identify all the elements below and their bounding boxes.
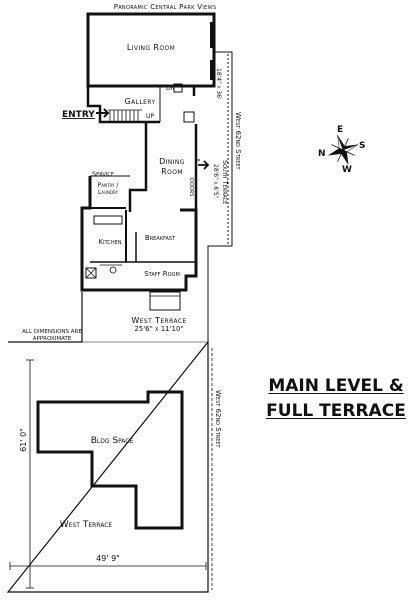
south-terrace-dim: 28'6" x 6'5"	[212, 164, 219, 199]
breakfast-label: Breakfast	[145, 234, 176, 242]
gallery-label: Gallery	[124, 97, 155, 106]
entry-arrow	[96, 108, 110, 118]
compass-n: N	[318, 149, 326, 159]
plan-title-line-2: FULL TERRACE	[266, 401, 406, 421]
full-terrace-outline	[6, 292, 213, 593]
up-label: UP	[146, 113, 154, 120]
doors-label: DOORS	[188, 178, 194, 196]
pantry-label-1: Pantry /	[98, 182, 120, 189]
width-dim-label: 49' 9"	[96, 554, 120, 563]
dn-label: DN	[166, 85, 175, 92]
west-terrace-dim: 25'6" x 11'10"	[134, 325, 183, 333]
height-dim-label: 61' 0"	[19, 428, 28, 452]
kitchen-label: Kitchen	[99, 238, 122, 246]
staff-room-label: Staff Room	[144, 270, 180, 278]
dimensions-note-1: ALL DIMENSIONS ARE	[22, 329, 82, 335]
compass-e: E	[337, 125, 343, 135]
bldg-space-outline	[36, 390, 184, 530]
compass-s: S	[359, 141, 365, 151]
service-wing	[80, 175, 198, 311]
south-terrace-label: South Terrace	[221, 160, 229, 204]
pantry-label-2: Laundry	[98, 189, 119, 196]
plan-title-line-1: MAIN LEVEL &	[268, 376, 404, 396]
width-dimension-line	[9, 562, 207, 570]
street-lower: West 62nd Street	[214, 390, 222, 449]
dining-room-label-2: Room	[161, 167, 183, 176]
east-terrace-outline	[207, 51, 233, 342]
header-text: Panoramic Central Park Views	[114, 3, 217, 11]
dining-room	[128, 84, 200, 212]
height-dimension-line	[26, 359, 34, 589]
bldg-space-label: Bldg Space	[91, 436, 134, 446]
east-terrace-dim: 18'4" x 36'	[215, 68, 222, 100]
compass-w: W	[342, 165, 352, 175]
dimensions-note-2: APPROXIMATE	[33, 336, 72, 342]
gallery-room	[86, 83, 183, 124]
living-room-label: Living Room	[127, 43, 175, 52]
entry-label: ENTRY	[62, 110, 95, 120]
doors-arrow	[198, 160, 210, 170]
street-upper: West 62nd Street	[234, 112, 242, 171]
service-label: Service	[92, 170, 114, 178]
plan-title: MAIN LEVEL & FULL TERRACE	[255, 374, 417, 424]
dining-room-label-1: Dining	[159, 157, 185, 166]
west-terrace-lower-label: West Terrace	[60, 520, 113, 530]
compass-rose	[327, 134, 359, 166]
west-terrace-name: West Terrace	[131, 316, 186, 325]
